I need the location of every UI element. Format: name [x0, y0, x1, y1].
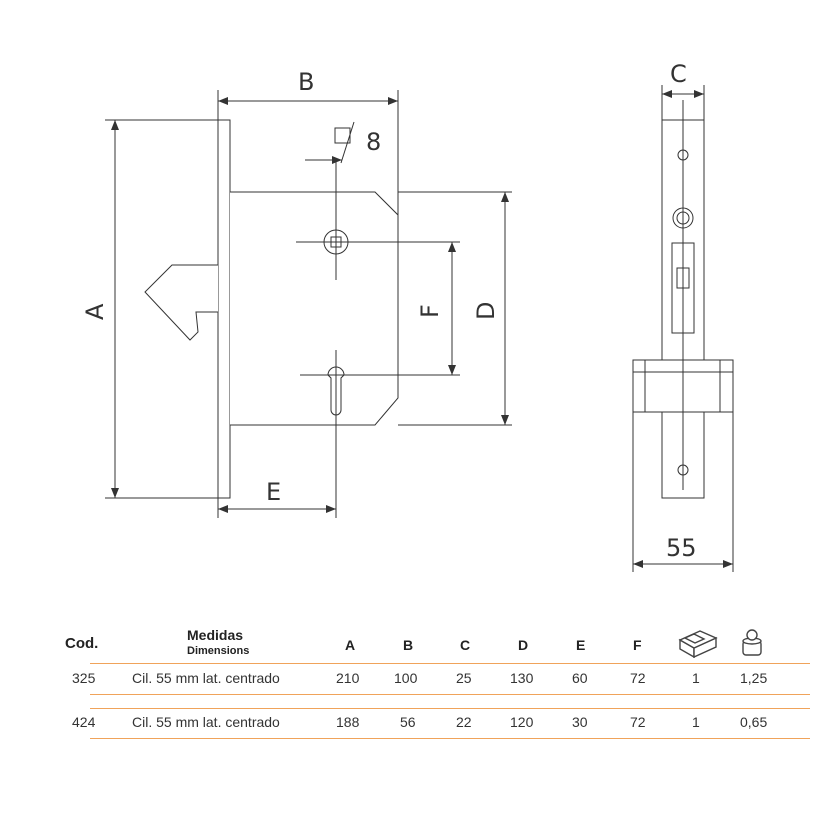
cell-c: 22 — [456, 714, 472, 730]
header-c: C — [460, 637, 471, 653]
cell-d: 130 — [510, 670, 534, 686]
dim-label-b: B — [298, 68, 314, 96]
table-separator — [90, 663, 810, 664]
header-d: D — [518, 637, 529, 653]
cell-medidas: Cil. 55 mm lat. centrado — [132, 670, 280, 686]
dim-label-c: C — [670, 60, 687, 88]
cell-b: 100 — [394, 670, 418, 686]
box-icon — [678, 630, 718, 658]
cell-a: 188 — [336, 714, 360, 730]
cell-box: 1 — [692, 714, 700, 730]
table-header-row: Cod. Medidas Dimensions A B C D E F — [40, 622, 800, 662]
table-separator — [90, 694, 810, 695]
header-medidas: Medidas — [187, 627, 244, 643]
dim-label-a: A — [81, 303, 109, 320]
hook-bolt — [144, 264, 218, 341]
cell-weight: 1,25 — [740, 670, 768, 686]
table-row: 424 Cil. 55 mm lat. centrado 188 56 22 1… — [40, 714, 800, 736]
key-cylinder-icon — [742, 629, 762, 656]
header-e: E — [576, 637, 586, 653]
lock-body — [230, 191, 399, 426]
lock-technical-drawing: B 8 A D F E C 55 — [81, 60, 734, 572]
cell-b: 56 — [400, 714, 416, 730]
faceplate — [217, 119, 231, 499]
cell-c: 25 — [456, 670, 472, 686]
cell-cod: 424 — [72, 714, 96, 730]
table-separator — [90, 708, 810, 709]
header-dimensions: Dimensions — [187, 645, 250, 657]
header-f: F — [633, 637, 642, 653]
header-a: A — [345, 637, 356, 653]
header-b: B — [403, 637, 414, 653]
cell-weight: 0,65 — [740, 714, 768, 730]
table-separator — [90, 738, 810, 739]
dim-label-backset: 55 — [666, 534, 697, 562]
table-row: 325 Cil. 55 mm lat. centrado 210 100 25 … — [40, 670, 800, 692]
cell-f: 72 — [630, 670, 646, 686]
cell-e: 30 — [572, 714, 588, 730]
header-cod: Cod. — [65, 635, 99, 652]
cell-d: 120 — [510, 714, 534, 730]
cell-f: 72 — [630, 714, 646, 730]
cell-box: 1 — [692, 670, 700, 686]
dim-label-e: E — [266, 478, 281, 506]
cell-e: 60 — [572, 670, 588, 686]
dim-label-d: D — [472, 302, 500, 320]
cell-a: 210 — [336, 670, 360, 686]
dim-label-f: F — [416, 304, 444, 318]
cell-medidas: Cil. 55 mm lat. centrado — [132, 714, 280, 730]
dim-label-square: 8 — [366, 128, 381, 156]
specification-table: Cod. Medidas Dimensions A B C D E F 325 — [40, 622, 810, 739]
cell-cod: 325 — [72, 670, 96, 686]
